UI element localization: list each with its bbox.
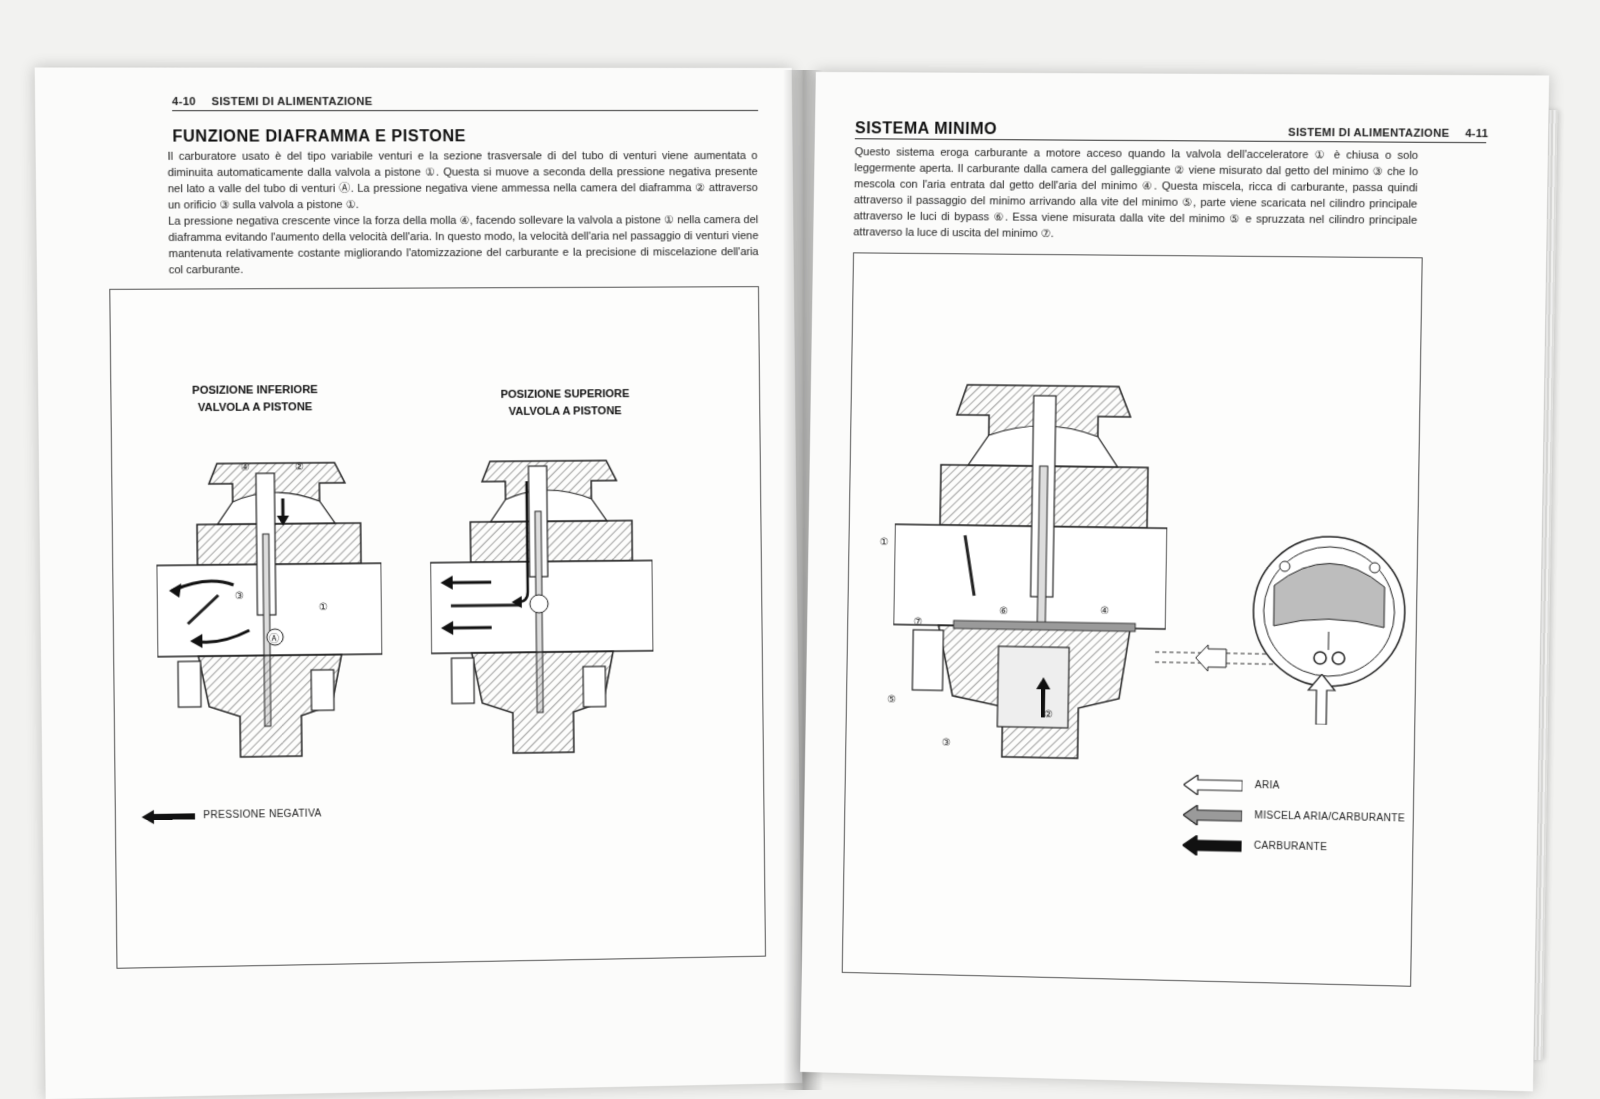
callout-1-lower: ① [319,602,328,613]
air-inlet-arrow-icon [1306,674,1337,725]
left-page: 4-10 SISTEMI DI ALIMENTAZIONE FUNZIONE D… [35,68,803,1099]
left-header-rule [172,110,758,111]
callout-4-lower: ④ [240,462,249,473]
callout-1-idle: ① [879,537,888,548]
air-arrow-icon [1183,775,1242,796]
caption-lower-position: POSIZIONE INFERIORE VALVOLA A PISTONE [152,382,357,418]
callout-3-lower: ③ [235,591,244,602]
right-header-title: SISTEMI DI ALIMENTAZIONE [1288,127,1449,140]
legend-negative-pressure: PRESSIONE NEGATIVA [203,808,321,821]
right-page-number: 4-11 [1465,128,1488,140]
legend-mixture: MISCELA ARIA/CARBURANTE [1254,810,1405,824]
caption-upper-line-2: VALVOLA A PISTONE [464,403,666,421]
left-body-text: Il carburatore usato è del tipo variabil… [167,148,758,278]
right-paragraph-1: Questo sistema eroga carburante a motore… [853,144,1418,245]
right-body-text: Questo sistema eroga carburante a motore… [853,144,1418,245]
caption-lower-line-2: VALVOLA A PISTONE [153,399,358,418]
right-section-title: SISTEMA MINIMO [855,120,997,139]
caption-lower-line-1: POSIZIONE INFERIORE [152,382,357,401]
carburetor-diagram-idle [891,374,1170,780]
callout-4-idle: ④ [1100,606,1109,617]
left-section-title: FUNZIONE DIAFRAMMA E PISTONE [172,128,466,146]
carburetor-diagram-upper [429,450,655,774]
callout-3-idle: ③ [942,738,951,749]
legend-fuel: CARBURANTE [1254,841,1328,854]
caption-upper-line-1: POSIZIONE SUPERIORE [464,386,666,404]
left-figure-box: POSIZIONE INFERIORE VALVOLA A PISTONE PO… [109,286,766,969]
left-paragraph-1: Il carburatore usato è del tipo variabil… [167,148,758,214]
callout-2-idle: ② [1044,709,1053,720]
legend-air: ARIA [1255,780,1280,792]
left-page-number: 4-10 [172,96,196,108]
callout-2-lower: ② [295,462,304,473]
left-running-header: 4-10 SISTEMI DI ALIMENTAZIONE [172,96,373,108]
caption-upper-position: POSIZIONE SUPERIORE VALVOLA A PISTONE [464,386,666,422]
negative-pressure-arrow-icon [142,809,196,824]
fuel-arrow-icon [1182,835,1241,856]
callout-7-idle: ⑦ [913,617,922,628]
left-paragraph-2: La pressione negativa crescente vince la… [168,212,759,278]
callout-5-idle: ⑤ [887,694,896,705]
left-header-title: SISTEMI DI ALIMENTAZIONE [212,96,373,108]
right-page: SISTEMI DI ALIMENTAZIONE 4-11 SISTEMA MI… [800,72,1549,1091]
idle-port-detail-circle [1246,529,1412,693]
callout-6-idle: ⑥ [999,606,1008,617]
callout-A-lower: Ⓐ [269,630,279,645]
mixture-arrow-icon [1183,805,1242,826]
carburetor-diagram-lower [155,452,383,778]
right-figure-box: ① ⑦ ⑥ ④ ⑤ ② ③ [842,252,1423,986]
right-running-header: SISTEMI DI ALIMENTAZIONE 4-11 [1288,127,1489,140]
